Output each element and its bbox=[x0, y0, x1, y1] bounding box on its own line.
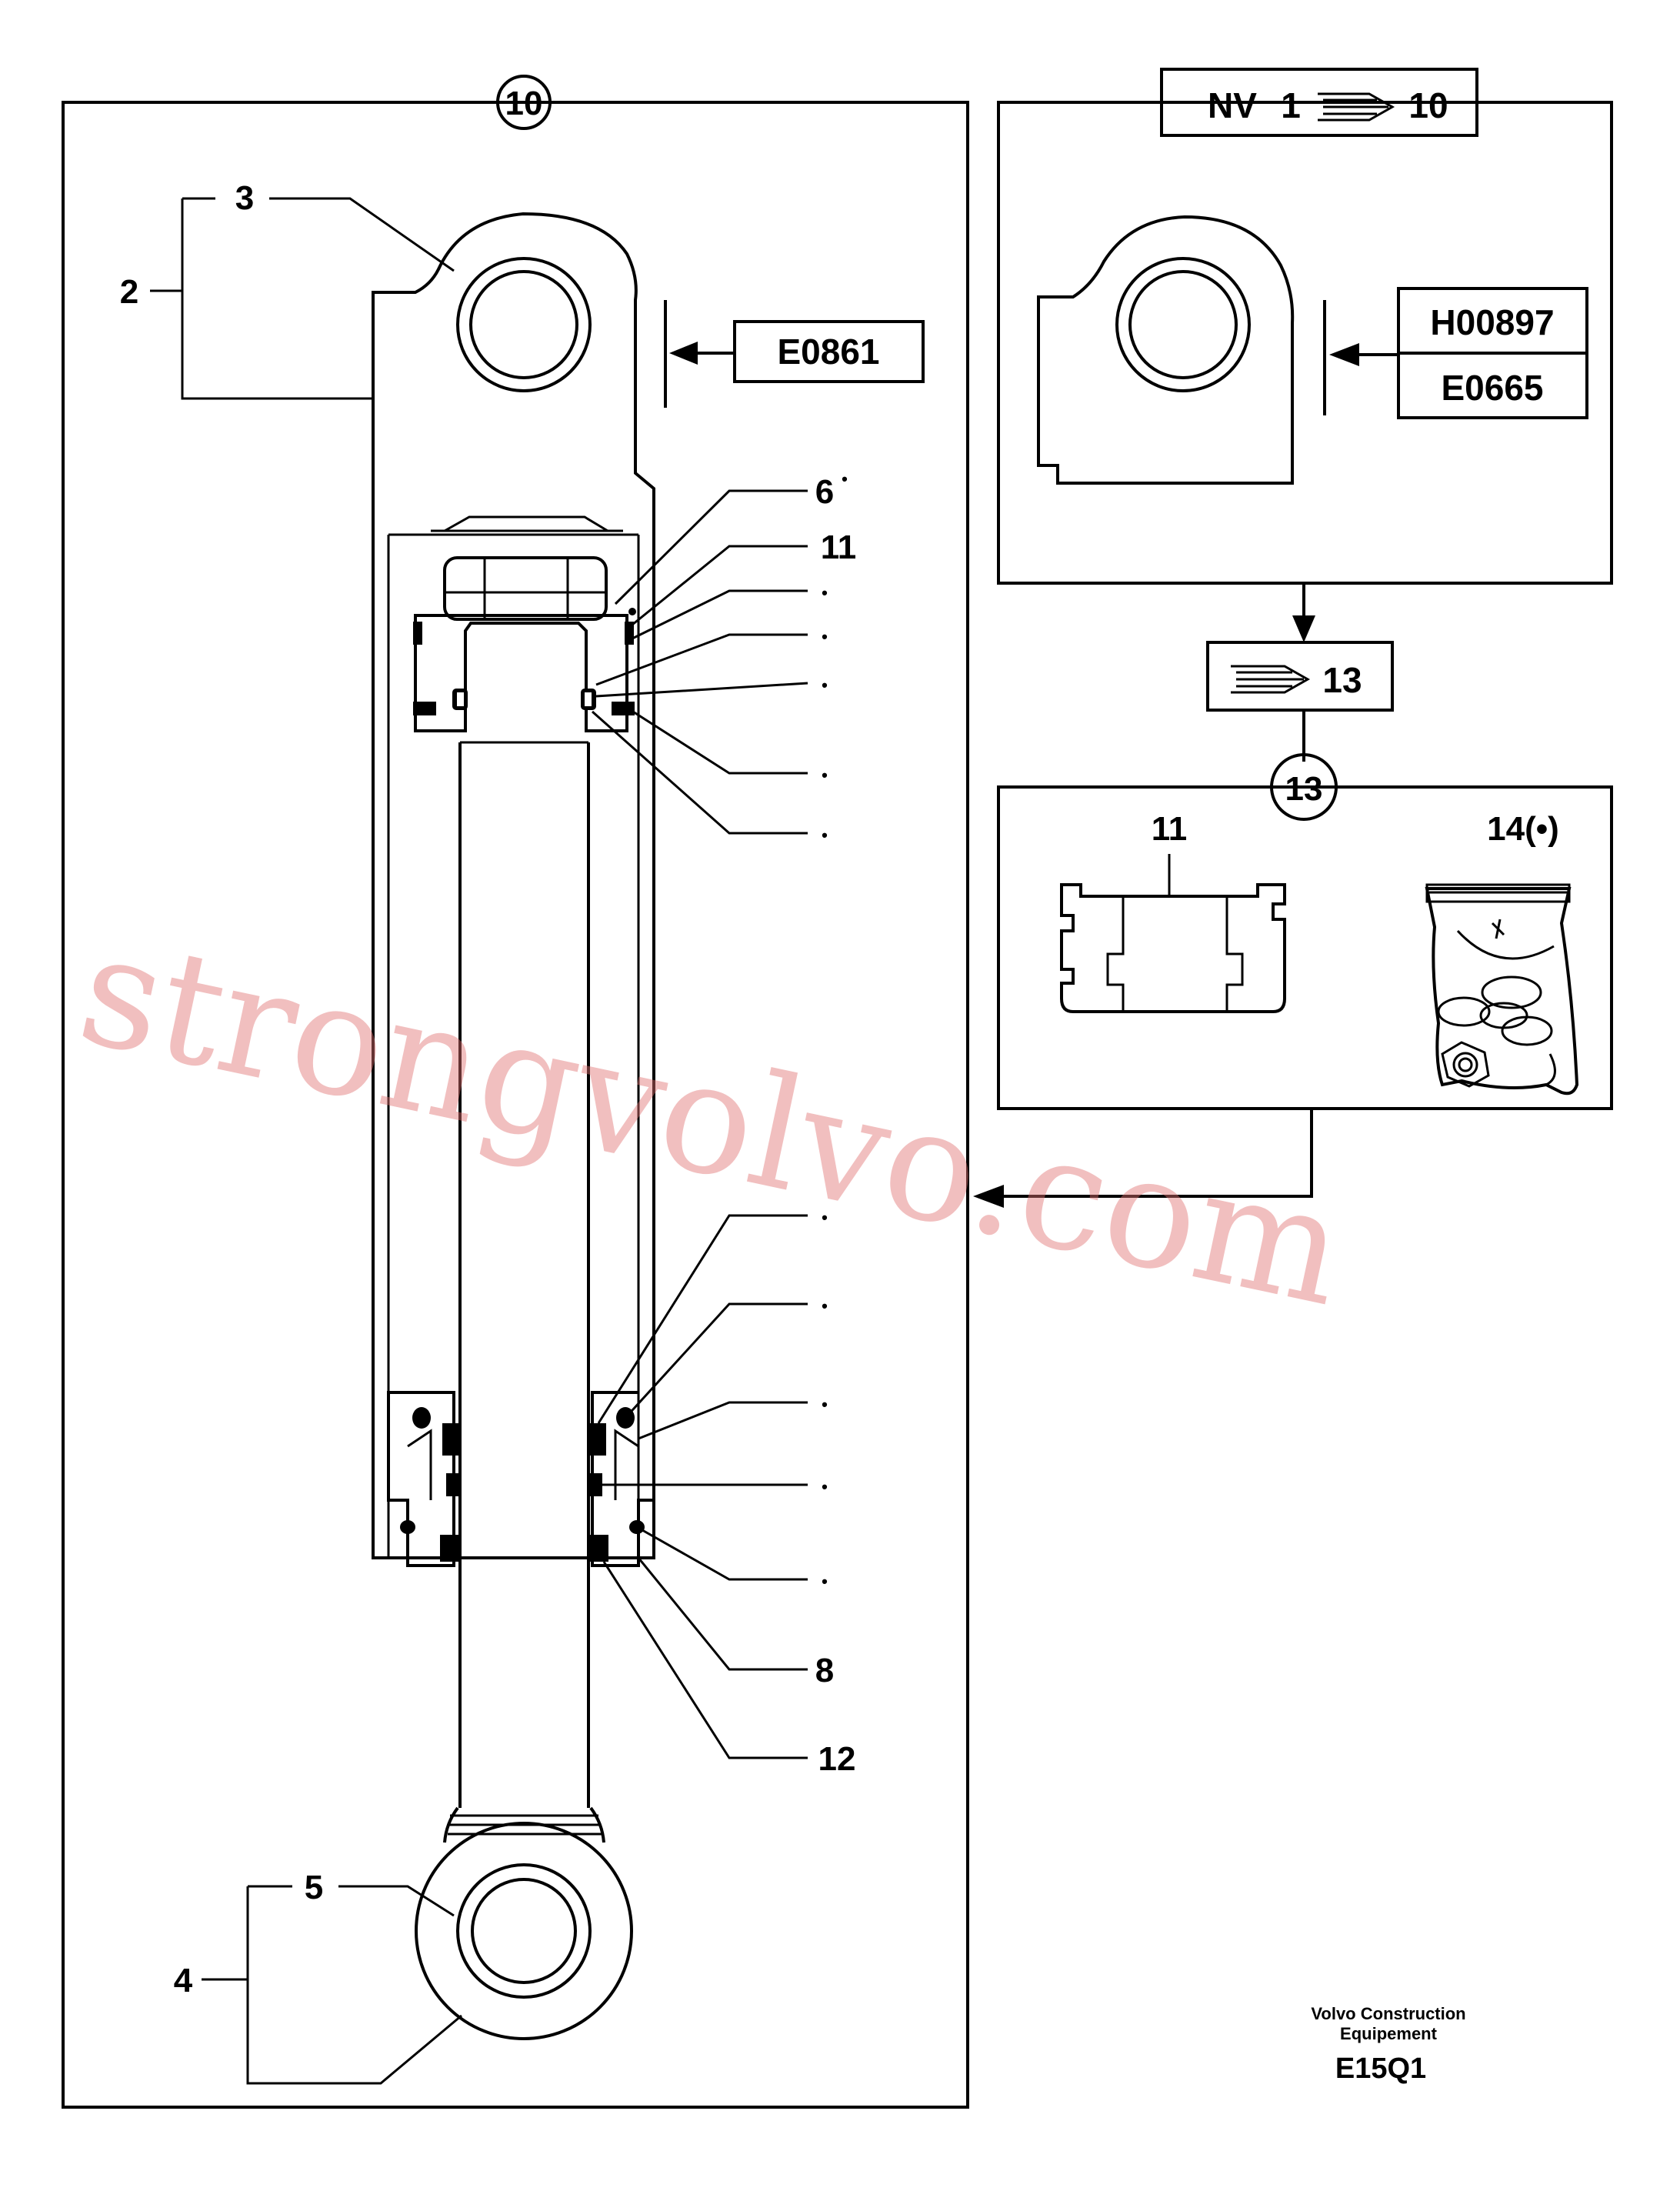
detail-head-eye bbox=[1037, 215, 1295, 485]
bullet-item-6: • bbox=[842, 469, 848, 489]
reference-code-e0861: E0861 bbox=[777, 332, 879, 372]
kit-frame: 13 11 14(•) bbox=[997, 753, 1613, 1110]
label-item-5: 5 bbox=[305, 1869, 323, 1906]
step-arrow-icon bbox=[1231, 665, 1311, 694]
nv-to: 10 bbox=[1408, 85, 1448, 125]
seal-kit-bag-icon bbox=[1425, 883, 1579, 1095]
nv-label: NV bbox=[1208, 85, 1257, 125]
detail-frame: NV 1 10 H00897 E0665 bbox=[997, 68, 1613, 585]
bullet-upper-2: • bbox=[822, 627, 828, 646]
kit-part-label-11: 11 bbox=[1152, 810, 1188, 848]
nv-from: 1 bbox=[1281, 85, 1301, 125]
rod-bushing-outer bbox=[456, 1863, 592, 1999]
watermark-text: strongvolvo.com bbox=[66, 899, 1359, 1342]
step-label: 13 bbox=[1322, 660, 1362, 700]
head-bushing-outer bbox=[456, 257, 592, 392]
arrow-icon bbox=[1329, 343, 1359, 366]
footer: Volvo Construction Equipement E15Q1 bbox=[1311, 2004, 1465, 2085]
step-box: 13 bbox=[1206, 641, 1394, 762]
kit-frame-circle-label: 13 bbox=[1285, 770, 1323, 808]
watermark: strongvolvo.com bbox=[66, 899, 1359, 1342]
reference-code-h00897: H00897 bbox=[1430, 302, 1554, 342]
head-bushing-inner bbox=[469, 270, 578, 379]
drawing-code: E15Q1 bbox=[1335, 2053, 1426, 2085]
kit-label-14: 14(•) bbox=[1487, 810, 1559, 848]
bullet-lower-3: • bbox=[822, 1395, 828, 1414]
company-line-1: Volvo Construction bbox=[1311, 2004, 1465, 2023]
bullet-upper-3: • bbox=[822, 675, 828, 695]
label-item-4: 4 bbox=[174, 1962, 193, 1999]
main-frame-circle-label: 10 bbox=[505, 85, 543, 122]
label-item-6: 6 bbox=[815, 473, 834, 511]
label-item-2: 2 bbox=[120, 273, 138, 311]
bullet-lower-4: • bbox=[822, 1477, 828, 1496]
main-frame: 10 E0861 bbox=[62, 75, 969, 2109]
guide-ring-part bbox=[1060, 883, 1286, 1013]
bullet-lower-5: • bbox=[822, 1572, 828, 1591]
bullet-upper-5: • bbox=[822, 825, 828, 845]
piston-nut bbox=[443, 556, 608, 621]
rod-bushing-inner bbox=[471, 1878, 577, 1984]
reference-code-e0665: E0665 bbox=[1441, 368, 1543, 408]
cylinder-head bbox=[387, 1391, 455, 1567]
bullet-upper-1: • bbox=[822, 583, 828, 602]
arrow-down-icon bbox=[1292, 615, 1315, 642]
cylinder-tube-eye bbox=[372, 212, 655, 1559]
bullet-lower-2: • bbox=[822, 1296, 828, 1316]
nv-header-box bbox=[1160, 68, 1478, 137]
label-item-3: 3 bbox=[235, 179, 254, 217]
arrow-icon bbox=[669, 342, 698, 365]
main-frame-circle bbox=[496, 75, 552, 130]
label-item-11: 11 bbox=[821, 529, 857, 566]
rod-eye-outer bbox=[415, 1822, 633, 2040]
label-item-12: 12 bbox=[818, 1740, 856, 1778]
label-item-8: 8 bbox=[815, 1652, 834, 1689]
bullet-upper-4: • bbox=[822, 765, 828, 785]
arrow-left-icon bbox=[973, 1185, 1004, 1208]
kit-frame-circle bbox=[1270, 753, 1338, 821]
piston bbox=[414, 614, 628, 732]
bullet-lower-1: • bbox=[822, 1208, 828, 1227]
step-arrow-icon bbox=[1318, 92, 1395, 122]
company-line-2: Equipement bbox=[1340, 2024, 1438, 2043]
